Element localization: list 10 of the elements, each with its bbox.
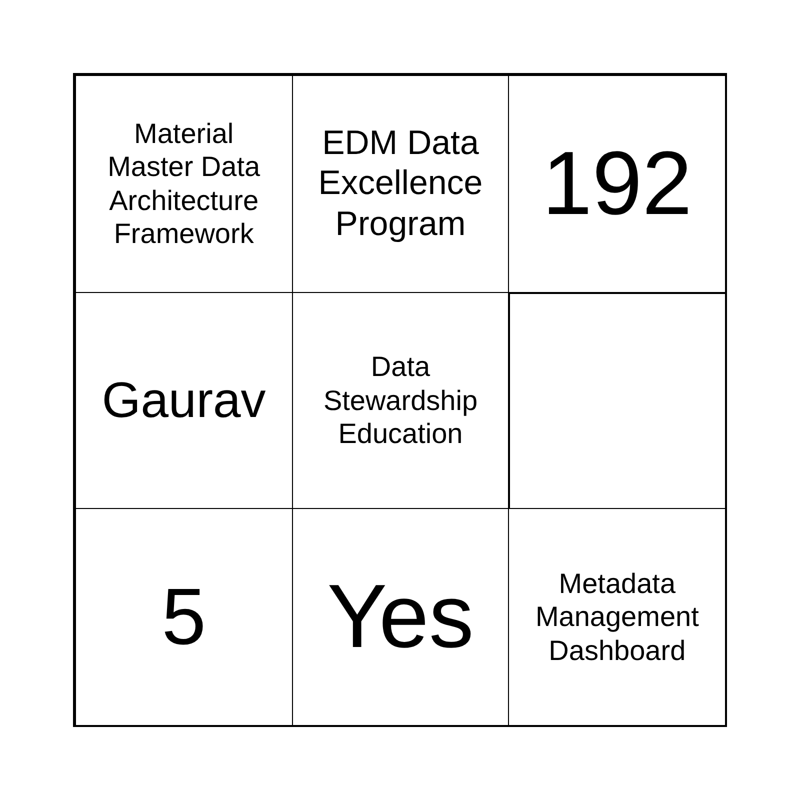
cell-text: Material Master Data Architecture Framework xyxy=(106,116,262,252)
cell-text: Data Stewardship Education xyxy=(322,350,479,451)
cell-text: Yes xyxy=(326,566,475,670)
grid-cell xyxy=(75,75,293,293)
cell-text: EDM Data Excellence Program xyxy=(317,122,484,246)
grid-cell xyxy=(508,292,726,510)
cell-text: 5 xyxy=(160,571,208,664)
cell-text: Metadata Management Dashboard xyxy=(534,566,700,668)
cell-text: 192 xyxy=(541,132,694,236)
cell-text: Gaurav xyxy=(100,371,267,430)
